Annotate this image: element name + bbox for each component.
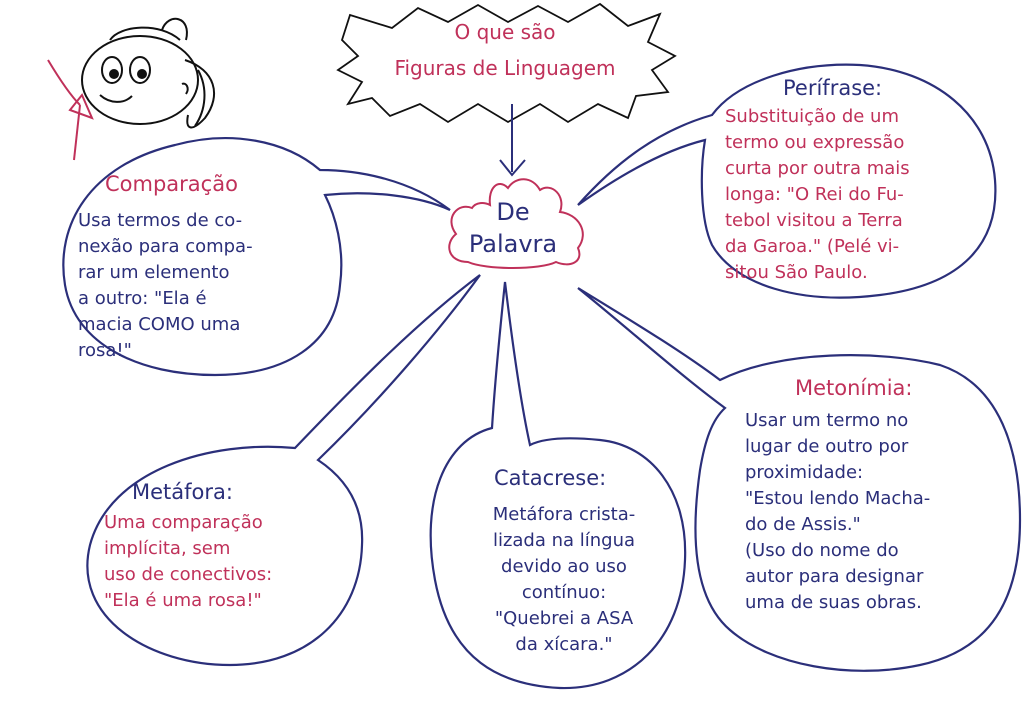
- metonimia-heading: Metonímia:: [795, 376, 913, 400]
- bubble-perifrase: [577, 63, 997, 299]
- title: O que são Figuras de Linguagem: [394, 20, 616, 80]
- catacrese-heading: Catacrese:: [494, 466, 607, 490]
- bubble-metafora: [86, 274, 481, 667]
- bubble-catacrese: [429, 281, 687, 690]
- catacrese-text: Metáfora crista- lizada na língua devido…: [492, 504, 636, 655]
- cartoon-character: [47, 17, 215, 161]
- metafora-text: Uma comparação implícita, sem uso de con…: [104, 512, 273, 611]
- title-starburst: [336, 2, 677, 124]
- comparacao-heading: Comparação: [105, 172, 238, 196]
- arrow-title-to-center: [499, 104, 526, 177]
- metonimia-text: Usar um termo no lugar de outro por prox…: [745, 410, 931, 613]
- center-cloud: [448, 178, 584, 269]
- metafora-heading: Metáfora:: [132, 480, 233, 504]
- bubble-comparacao: [62, 137, 451, 377]
- perifrase-heading: Perífrase:: [783, 76, 883, 100]
- center-label: De Palavra: [468, 198, 558, 258]
- perifrase-text: Substituição de um termo ou expressão cu…: [725, 106, 910, 283]
- bubble-metonimia: [577, 287, 1022, 672]
- comparacao-text: Usa termos de co- nexão para compa- rar …: [78, 210, 253, 361]
